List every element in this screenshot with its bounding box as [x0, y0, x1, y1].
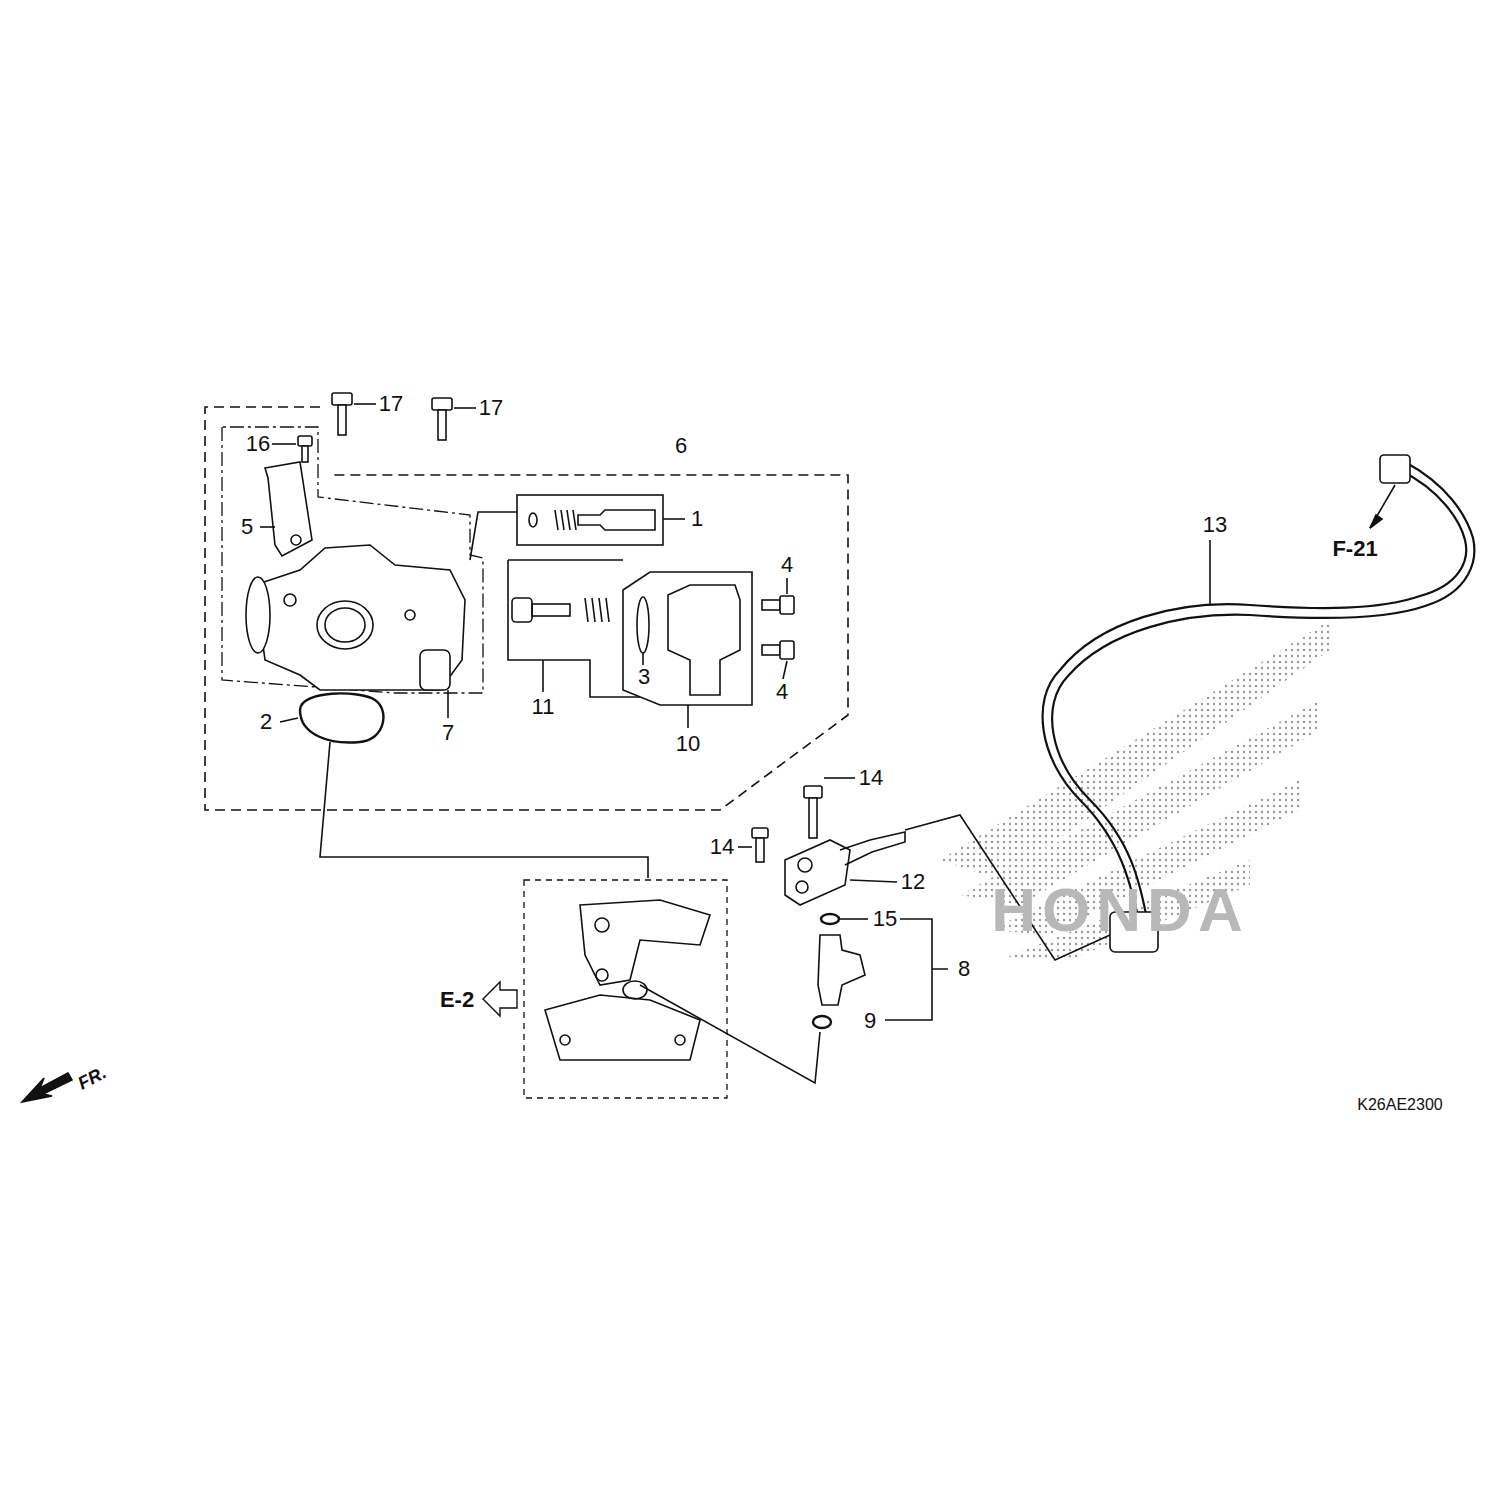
diagram-code: K26AE2300	[1357, 1097, 1442, 1113]
watermark: HONDA	[991, 879, 1248, 941]
callout-number: 8	[958, 958, 970, 980]
callout-number: 14	[859, 767, 883, 789]
callout-number: 14	[710, 836, 734, 858]
callout-number: 4	[781, 554, 793, 576]
direction-label: FR.	[75, 1063, 109, 1093]
callout-number: 6	[675, 435, 687, 457]
callout-number: E-2	[440, 989, 474, 1011]
callout-number: 9	[864, 1010, 876, 1032]
callout-number: 4	[776, 681, 788, 703]
callout-number: 16	[246, 433, 270, 455]
callout-number: 15	[873, 908, 897, 930]
callout-number: 13	[1203, 514, 1227, 536]
callout-number: 2	[260, 711, 272, 733]
callout-number: F-21	[1332, 538, 1377, 560]
callout-number: 10	[676, 733, 700, 755]
callout-number: 1	[691, 508, 703, 530]
callout-number: 17	[379, 393, 403, 415]
callout-number: 7	[442, 722, 454, 744]
callout-number: 11	[532, 696, 555, 718]
callout-number: 3	[638, 666, 650, 688]
callout-number: 5	[241, 516, 253, 538]
callout-number: 17	[479, 397, 503, 419]
callout-number: 12	[901, 871, 925, 893]
